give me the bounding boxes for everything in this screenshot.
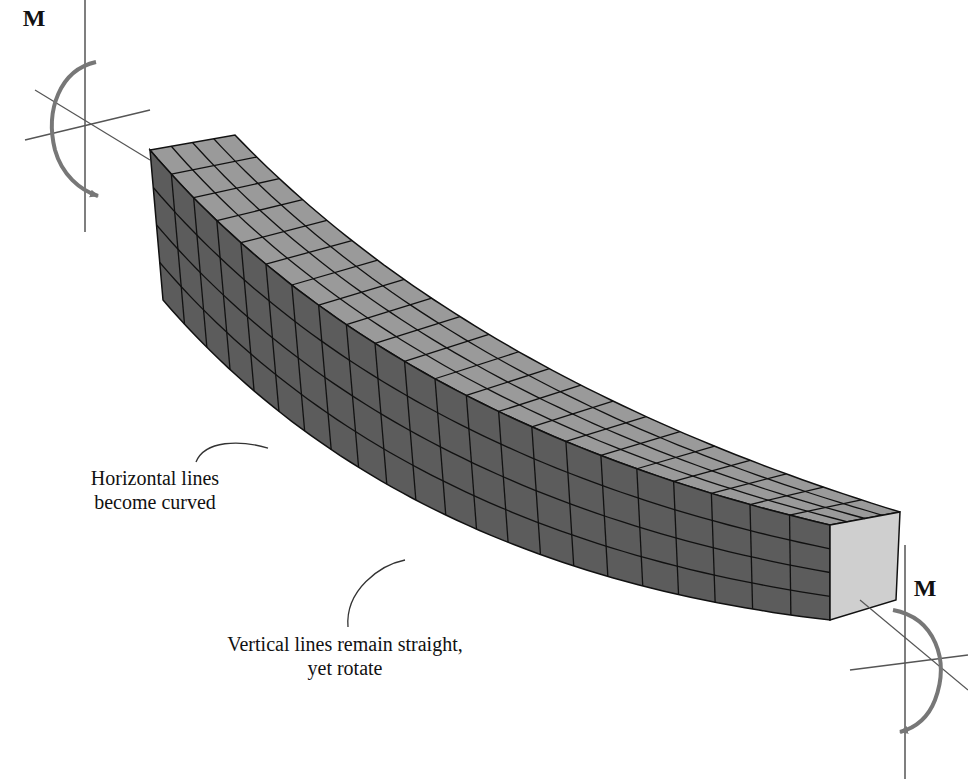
- moment-left: [25, 0, 150, 232]
- grid-line: [193, 143, 866, 519]
- front-face: [150, 150, 830, 620]
- beam: [150, 135, 900, 620]
- moment-label: M: [14, 4, 54, 33]
- grid-line: [157, 225, 831, 573]
- callout-text: Vertical lines remain straight, yet rota…: [225, 632, 465, 680]
- moment-label: M: [905, 574, 945, 603]
- callout-text: Horizontal lines become curved: [60, 466, 250, 514]
- grid-line: [171, 146, 847, 522]
- grid-line: [153, 188, 830, 549]
- grid-line: [160, 263, 830, 597]
- leader-lines: [196, 443, 405, 627]
- grid-line: [214, 139, 883, 516]
- moment-right: [850, 545, 968, 779]
